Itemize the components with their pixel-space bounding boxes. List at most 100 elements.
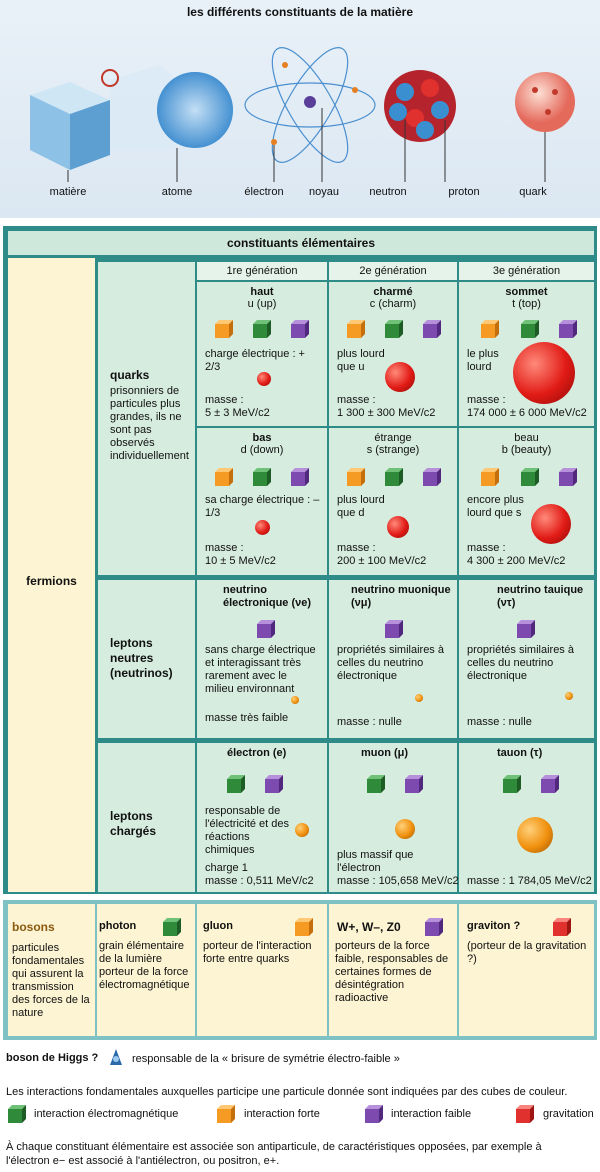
weak-cube-icon xyxy=(541,775,559,793)
quark-down-cell: bas d (down) sa charge électrique : – 1/… xyxy=(197,428,327,575)
weak-cube-icon xyxy=(265,775,283,793)
quark-top-mass: 174 000 ± 6 000 MeV/c2 xyxy=(467,407,587,419)
quark-bottom-symbol: b (beauty) xyxy=(501,444,552,456)
weak-cube-icon xyxy=(559,468,577,486)
quark-charm-symbol: c (charm) xyxy=(369,298,417,310)
quark-top-ball xyxy=(513,342,575,404)
strong-cube-icon xyxy=(217,1105,235,1123)
neutrinos-row-label: leptons neutres (neutrinos) xyxy=(98,580,195,738)
nu-e-ball xyxy=(291,696,299,704)
strong-cube-icon xyxy=(347,320,365,338)
bosons-desc: particules fondamentales qui assurent la… xyxy=(12,942,90,1019)
weak-cube-icon xyxy=(291,320,309,338)
tauon-mass: masse : 1 784,05 MeV/c2 xyxy=(467,875,592,887)
quark-charm-mass: 1 300 ± 300 MeV/c2 xyxy=(337,407,436,419)
label-atome: atome xyxy=(161,186,193,198)
quark-bottom-mass-label: masse : xyxy=(467,542,506,554)
nu-mu-name: neutrino muonique (νμ) xyxy=(351,584,451,609)
gen3-header: 3e génération xyxy=(459,262,594,280)
higgs-desc: responsable de la « brisure de symétrie … xyxy=(132,1053,400,1065)
nu-tau-ball xyxy=(565,692,573,700)
weak-cube-icon xyxy=(425,918,443,936)
em-cube-icon xyxy=(521,320,539,338)
em-cube-icon xyxy=(253,468,271,486)
wz-name: W+, W–, Z0 xyxy=(337,920,401,934)
electron-cell: électron (e) responsable de l'électricit… xyxy=(197,743,327,892)
nu-e-cell: neutrino électronique (νe) sans charge é… xyxy=(197,580,327,738)
quark-charm-mass-label: masse : xyxy=(337,394,376,406)
weak-cube-icon xyxy=(385,620,403,638)
fermions-label: fermions xyxy=(26,574,77,588)
nu-e-mass: masse très faible xyxy=(205,712,289,724)
weak-cube-icon xyxy=(257,620,275,638)
nu-mu-mass: masse : nulle xyxy=(337,716,402,728)
quark-down-symbol: d (down) xyxy=(240,444,284,456)
photon-cell: photon grain élémentaire de la lumière p… xyxy=(97,904,195,1036)
gluon-name: gluon xyxy=(203,920,233,932)
quark-top-cell: sommet t (top) le plus lourd masse : 174… xyxy=(459,282,594,426)
nu-tau-desc: propriétés similaires à celles du neutri… xyxy=(467,644,574,682)
nu-tau-name: neutrino tauique (ντ) xyxy=(497,584,584,609)
muon-mass: masse : 105,658 MeV/c2 xyxy=(337,875,459,887)
nu-mu-cell: neutrino muonique (νμ) propriétés simila… xyxy=(329,580,457,738)
strong-cube-icon xyxy=(215,320,233,338)
quarks-desc: prisonniers de particules plus grandes, … xyxy=(110,385,189,462)
strong-cube-icon xyxy=(347,468,365,486)
em-cube-icon xyxy=(253,320,271,338)
quark-strange-mass-label: masse : xyxy=(337,542,376,554)
charged-row-label: leptons chargés xyxy=(98,743,195,892)
bosons-title: bosons xyxy=(12,920,55,934)
strong-cube-icon xyxy=(215,468,233,486)
gravity-cube-icon xyxy=(553,918,571,936)
electron-mass: masse : 0,511 MeV/c2 xyxy=(205,875,314,887)
quark-up-mass: 5 ± 3 MeV/c2 xyxy=(205,407,270,419)
legend-weak: interaction faible xyxy=(391,1108,472,1120)
label-electron: électron xyxy=(244,186,284,198)
muon-ball xyxy=(395,819,415,839)
quark-strange-name: étrange xyxy=(374,432,412,444)
electron-desc: responsable de l'électricité et des réac… xyxy=(205,805,290,856)
page-title: les différents constituants de la matièr… xyxy=(186,5,414,19)
quark-strange-cell: étrange s (strange) plus lourd que d mas… xyxy=(329,428,457,575)
quark-top-mass-label: masse : xyxy=(467,394,506,406)
wz-cell: W+, W–, Z0 porteurs de la force faible, … xyxy=(329,904,457,1036)
quark-strange-symbol: s (strange) xyxy=(366,444,420,456)
legend-strong: interaction forte xyxy=(244,1108,320,1120)
electron-charge: charge 1 xyxy=(205,862,248,874)
tauon-name: tauon (τ) xyxy=(497,747,543,759)
label-quark: quark xyxy=(519,186,547,198)
gen1-header: 1re génération xyxy=(197,262,327,280)
quark-bottom-desc: encore plus lourd que s xyxy=(467,494,524,519)
higgs-label: boson de Higgs ? xyxy=(6,1052,99,1064)
em-cube-icon xyxy=(385,468,403,486)
quarks-title: quarks xyxy=(110,368,150,382)
weak-cube-icon xyxy=(423,468,441,486)
nu-mu-ball xyxy=(415,694,423,702)
strong-cube-icon xyxy=(295,918,313,936)
label-noyau: noyau xyxy=(309,186,339,198)
quark-up-name: haut xyxy=(250,286,274,298)
em-cube-icon xyxy=(163,918,181,936)
graviton-desc: (porteur de la gravitation ?) xyxy=(467,940,587,965)
gen2-header: 2e génération xyxy=(329,262,457,280)
gluon-cell: gluon porteur de l'interaction forte ent… xyxy=(197,904,327,1036)
gluon-desc: porteur de l'interaction forte entre qua… xyxy=(203,940,312,965)
quark-down-mass-label: masse : xyxy=(205,542,244,554)
matter-illustration xyxy=(30,47,575,182)
muon-desc: plus massif que l'électron xyxy=(337,849,414,874)
quark-up-mass-label: masse : xyxy=(205,394,244,406)
tauon-cell: tauon (τ) masse : 1 784,05 MeV/c2 xyxy=(459,743,594,892)
legend-gravity: gravitation xyxy=(543,1108,594,1120)
quark-up-desc: charge électrique : + 2/3 xyxy=(205,348,305,373)
graviton-name: graviton ? xyxy=(467,920,521,932)
bosons-label-cell: bosons particules fondamentales qui assu… xyxy=(8,904,95,1036)
quark-strange-mass: 200 ± 100 MeV/c2 xyxy=(337,555,427,567)
quark-down-mass: 10 ± 5 MeV/c2 xyxy=(205,555,276,567)
graviton-cell: graviton ? (porteur de la gravitation ?) xyxy=(459,904,594,1036)
quark-up-ball xyxy=(257,372,271,386)
nu-e-name: neutrino électronique (νe) xyxy=(223,584,312,609)
quark-down-desc: sa charge électrique : – 1/3 xyxy=(205,494,320,519)
quark-top-symbol: t (top) xyxy=(512,298,541,310)
table-header: constituants élémentaires xyxy=(8,231,594,255)
photon-name: photon xyxy=(99,920,137,932)
